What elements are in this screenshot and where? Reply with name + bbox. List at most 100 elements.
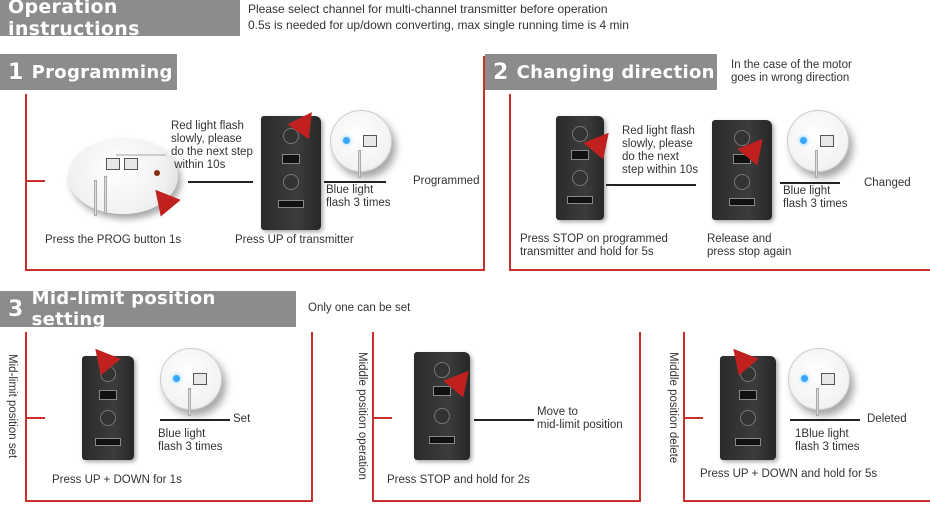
s1-blue-text-1: Blue light <box>326 184 374 196</box>
motor-head-2 <box>787 110 849 172</box>
s1-caption-a: Press the PROG button 1s <box>45 234 182 246</box>
motor-socket <box>820 135 834 147</box>
s3b-side-label: Middle position operation <box>356 352 368 480</box>
s3c-blue-text-2: flash 3 times <box>795 441 860 453</box>
up-button[interactable] <box>100 366 116 382</box>
section-3-number: 3 <box>8 296 24 322</box>
motor-cable <box>188 388 191 416</box>
header-note-2: 0.5s is needed for up/down converting, m… <box>248 18 629 32</box>
receiver-antenna <box>116 154 166 156</box>
stop-button[interactable] <box>739 390 757 400</box>
up-button[interactable] <box>572 126 588 142</box>
channel-buttons[interactable] <box>429 436 455 444</box>
channel-buttons[interactable] <box>735 438 761 446</box>
s3b-frame-bottom <box>372 500 641 502</box>
s3c-line <box>790 419 860 421</box>
transmitter-2 <box>556 116 604 220</box>
down-button[interactable] <box>100 410 116 426</box>
up-button[interactable] <box>283 128 299 144</box>
header-title: Operation instructions <box>8 0 140 40</box>
stop-button[interactable] <box>282 154 300 164</box>
s3a-result: Set <box>233 413 251 425</box>
s1-red-text-3: do the next step <box>171 146 253 158</box>
section-2-number: 2 <box>493 59 509 85</box>
transmitter-1 <box>261 116 321 230</box>
s3a-frame-bottom <box>25 500 313 502</box>
section-2-banner: 2 Changing direction <box>485 54 717 90</box>
motor-head-1 <box>330 110 392 172</box>
blue-led-icon <box>801 375 808 382</box>
down-button[interactable] <box>572 170 588 186</box>
s1-blue-text-2: flash 3 times <box>326 197 391 209</box>
transmitter-4 <box>82 356 134 460</box>
channel-buttons[interactable] <box>729 198 755 206</box>
stop-button[interactable] <box>571 150 589 160</box>
s3b-caption: Press STOP and hold for 2s <box>387 474 530 486</box>
down-button[interactable] <box>734 174 750 190</box>
motor-head-3 <box>160 348 222 410</box>
s2-red-text-4: step within 10s <box>622 164 699 176</box>
s3a-blue-text-1: Blue light <box>158 428 206 440</box>
s3c-tick <box>683 417 703 419</box>
s1-result: Programmed <box>413 175 480 187</box>
s3c-caption: Press UP + DOWN and hold for 5s <box>700 468 878 480</box>
motor-head-4 <box>788 348 850 410</box>
s3b-result-2: mid-limit position <box>537 419 623 431</box>
section-1-tick <box>25 180 45 182</box>
channel-buttons[interactable] <box>567 196 593 204</box>
section-2-frame-left <box>509 94 511 271</box>
s3c-side-label: Middle position delete <box>667 352 679 464</box>
section-2-frame-bottom <box>509 269 930 271</box>
s3a-line <box>160 419 230 421</box>
s2-red-text-3: do the next <box>622 151 679 163</box>
section-2-title: Changing direction <box>516 61 715 83</box>
motor-socket <box>821 373 835 385</box>
s3a-side-label: Mid-limit position set <box>6 354 18 459</box>
s3c-result: Deleted <box>867 413 907 425</box>
receiver-cable-2 <box>104 176 107 214</box>
channel-buttons[interactable] <box>278 200 304 208</box>
s2-blue-text-2: flash 3 times <box>783 198 848 210</box>
channel-buttons[interactable] <box>95 438 121 446</box>
s1-caption-b: Press UP of transmitter <box>235 234 354 246</box>
receiver-socket-right <box>124 158 138 170</box>
section-1-frame-bottom <box>25 269 485 271</box>
s2-result: Changed <box>864 177 911 189</box>
up-button[interactable] <box>740 366 756 382</box>
stop-button[interactable] <box>733 154 751 164</box>
transmitter-5 <box>414 352 470 460</box>
s2-line-1 <box>606 184 696 186</box>
s3b-line <box>474 419 534 421</box>
section-1-banner: 1 Programming <box>0 54 177 90</box>
s3b-result-1: Move to <box>537 406 578 418</box>
up-button[interactable] <box>434 362 450 378</box>
down-button[interactable] <box>740 410 756 426</box>
receiver-unit <box>68 138 178 214</box>
s3b-tick <box>372 417 392 419</box>
s1-red-text-1: Red light flash <box>171 120 244 132</box>
s3a-caption: Press UP + DOWN for 1s <box>52 474 182 486</box>
stop-button[interactable] <box>99 390 117 400</box>
blue-led-icon <box>800 137 807 144</box>
s1-line-1 <box>188 181 253 183</box>
s1-line-2 <box>324 181 386 183</box>
motor-cable <box>358 150 361 178</box>
s2-blue-text-1: Blue light <box>783 185 831 197</box>
section-1-number: 1 <box>8 59 24 85</box>
prog-button-dot[interactable] <box>154 170 160 176</box>
motor-socket <box>363 135 377 147</box>
s2-note-2: goes in wrong direction <box>731 72 850 84</box>
blue-led-icon <box>343 137 350 144</box>
motor-socket <box>193 373 207 385</box>
s2-note-1: In the case of the motor <box>731 59 852 71</box>
down-button[interactable] <box>434 408 450 424</box>
section-1-frame-right <box>483 56 485 271</box>
stop-button[interactable] <box>433 386 451 396</box>
down-button[interactable] <box>283 174 299 190</box>
up-button[interactable] <box>734 130 750 146</box>
section-3-title: Mid-limit position setting <box>31 288 216 330</box>
s3b-frame-right <box>639 332 641 502</box>
s3a-frame-right <box>311 332 313 502</box>
motor-cable <box>815 150 818 178</box>
receiver-socket-left <box>106 158 120 170</box>
